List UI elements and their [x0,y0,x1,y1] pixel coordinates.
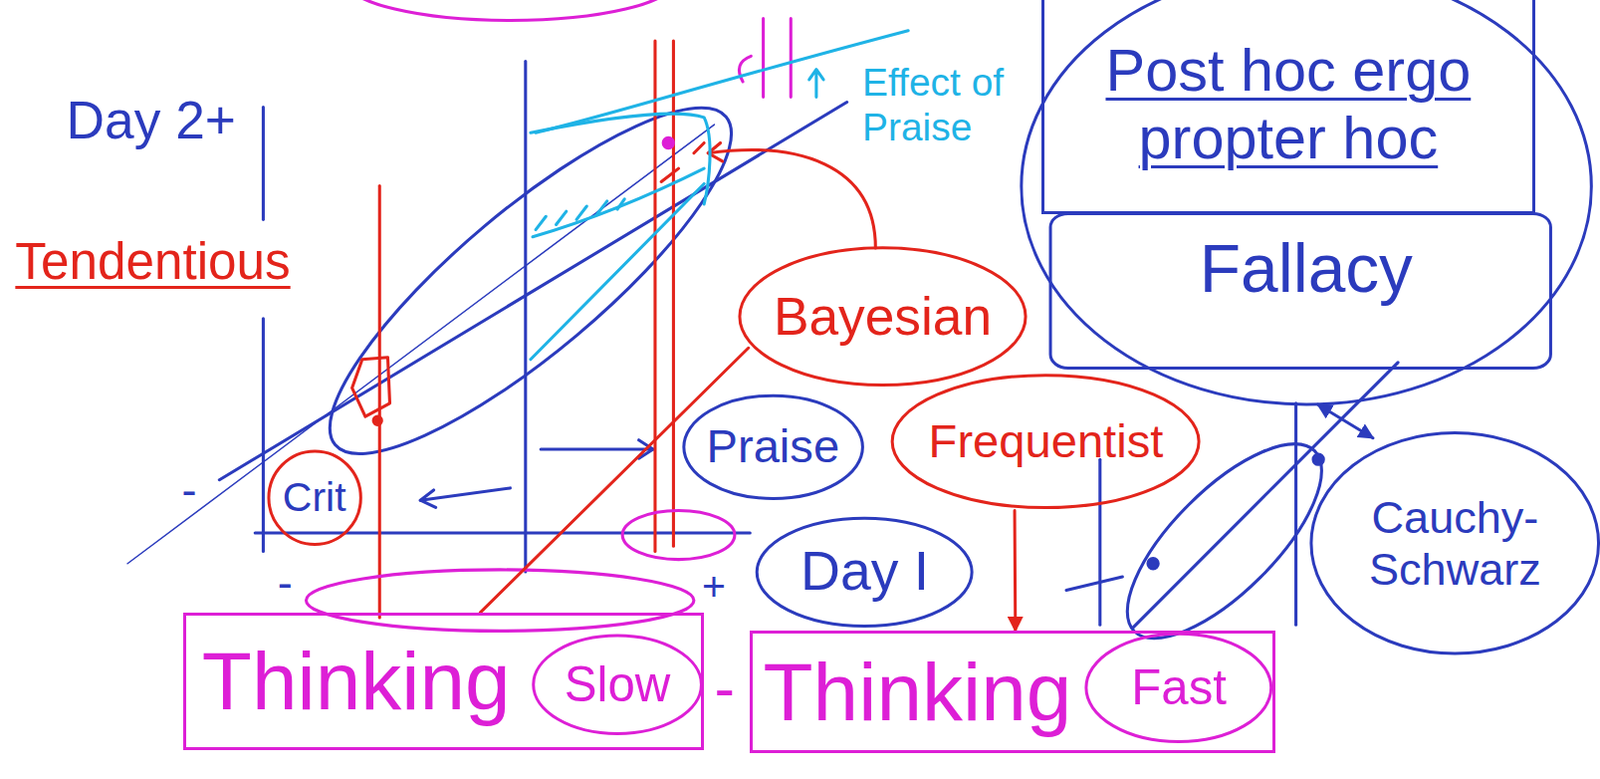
text-holder: Praise [682,393,865,501]
graph-axes [261,107,265,221]
scatter-sketch [1066,362,1398,668]
curve-label: Effect of Praise [862,60,1016,151]
magenta-markers [346,0,674,20]
red-markers [653,40,657,551]
node-label: Fallacy [1199,229,1413,308]
node-label: Slow [564,656,672,713]
magenta-markers [738,55,751,82]
praise-effect-band [809,69,824,98]
outline-ellipse [684,395,864,498]
fast-ellipse: Fast [1084,631,1274,744]
text-holder: Day I [754,515,974,629]
outline-ellipse [1086,634,1272,742]
fallacy-blob: Fallacy Post hoc ergo propter hoc [1015,0,1598,414]
magenta-markers [305,569,693,631]
scatter-sketch [1313,454,1324,464]
crit-circle: Crit [267,449,362,546]
node-label: Crit [282,473,347,521]
graph-axes [261,318,265,552]
day-one-ellipse: Day I [754,515,974,629]
regression-lines [289,61,773,499]
red-markers [707,150,876,248]
axis-sign: - [277,556,293,609]
node-label: Bayesian [773,285,992,347]
note-heading: Tendentious [14,232,290,292]
outline-ellipse [1021,0,1592,405]
red-markers [672,40,676,546]
text-holder: Frequentist [889,372,1202,510]
dash-separator: - [713,653,734,724]
red-markers [378,186,382,619]
magenta-markers [663,137,674,148]
text-holder: Fast [1084,631,1274,744]
node-label: Day I [800,539,929,604]
magenta-markers [763,17,792,97]
outline-ellipse [533,635,702,733]
praise-effect-band [535,199,625,230]
graph-axes [523,60,527,571]
text-holder: Bayesian [736,244,1029,388]
thinking-box: Thinking Slow [183,612,704,750]
node-label: Cauchy-Schwarz [1345,491,1565,596]
slow-ellipse: Slow [531,633,703,735]
text-holder: Crit [267,449,362,546]
inequality-blob: Cauchy-Schwarz [1308,428,1600,659]
red-markers [373,416,382,425]
fallacy-name-box: Post hoc ergo propter hoc [1041,0,1535,215]
scatter-sketch [1066,576,1123,590]
node-label: Thinking [202,634,511,728]
direction-arrows [420,440,654,508]
regression-lines [219,101,847,479]
scatter-sketch [1294,403,1298,625]
praise-ellipse: Praise [682,393,865,501]
outline-ellipse [757,517,973,626]
thinking-box: Thinking Fast [749,630,1276,753]
outline-ellipse [1311,433,1600,654]
praise-effect-band [535,30,909,133]
node-label: Thinking [763,645,1073,739]
red-markers [352,357,391,417]
inner-outline [1050,213,1551,368]
node-label: Fast [1131,659,1227,716]
text-holder: Post hoc ergo propter hoc [1044,0,1532,212]
scatter-sketch [1098,458,1102,625]
graph-axes [254,60,750,571]
outline-ellipse [739,247,1026,386]
connector [1013,509,1018,631]
text-holder: Cauchy-Schwarz [1308,428,1600,659]
frequentist-ellipse: Frequentist [889,372,1202,510]
magenta-markers [305,0,791,631]
praise-effect-band [530,183,704,359]
day-label: Day 2+ [66,89,236,151]
scatter-sketch [1147,558,1158,569]
axis-sign: + [701,563,726,611]
outline-ellipse [267,451,360,544]
magenta-markers [622,509,735,559]
direction-arrows [420,489,436,507]
node-label: Frequentist [928,414,1164,468]
text-holder: Slow [531,633,703,735]
graph-axes [254,530,750,534]
connector [479,347,748,613]
outline-ellipse [893,375,1200,508]
node-label: Praise [706,419,841,473]
node-label: Post hoc ergo propter hoc [1053,36,1523,174]
praise-effect-band [532,168,704,237]
direction-arrows [540,447,654,451]
bayesian-ellipse: Bayesian [736,244,1029,388]
axis-sign: - [181,463,197,516]
connector [1318,404,1374,439]
regression-lines [127,124,714,564]
